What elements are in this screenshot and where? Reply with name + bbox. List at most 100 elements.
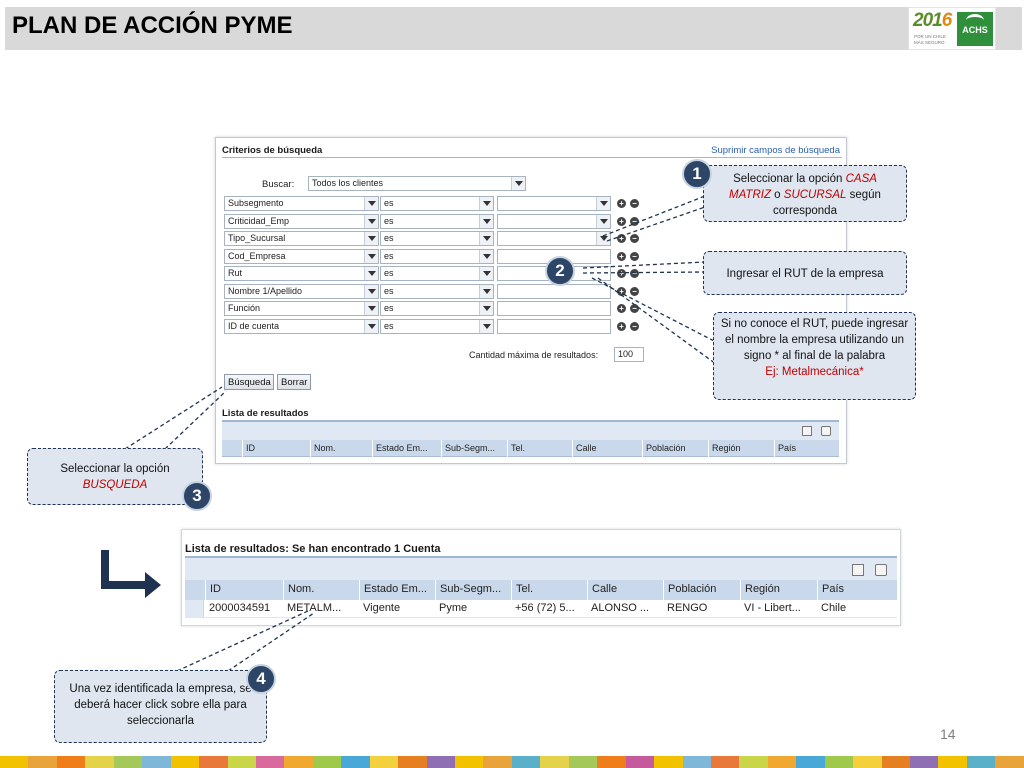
callout-3-option: BUSQUEDA	[82, 479, 148, 491]
criteria-operator-select[interactable]: es	[380, 318, 494, 334]
criteria-value-field[interactable]	[497, 196, 611, 211]
minus-icon[interactable]: −	[630, 286, 639, 296]
criteria-field-select[interactable]: Subsegmento	[224, 196, 379, 211]
column-header[interactable]: País	[774, 440, 839, 457]
column-header[interactable]: Sub-Segm...	[435, 580, 511, 600]
criteria-operator-select[interactable]: es	[380, 266, 494, 281]
plus-icon[interactable]: +	[617, 216, 626, 226]
criteria-operator-select[interactable]: es	[380, 196, 494, 211]
chevron-down-icon[interactable]	[364, 197, 378, 210]
column-header[interactable]: Nom.	[310, 440, 372, 457]
callout-3-text: Seleccionar la opción	[60, 463, 170, 475]
chevron-down-icon[interactable]	[364, 267, 378, 280]
column-header[interactable]: País	[817, 580, 895, 600]
criteria-operator-select[interactable]: es	[380, 283, 494, 299]
chevron-down-icon[interactable]	[479, 319, 493, 333]
criteria-value-field[interactable]	[497, 318, 611, 334]
chevron-down-icon[interactable]	[479, 197, 493, 210]
results-found-title: Lista de resultados: Se han encontrado 1…	[185, 543, 441, 555]
suppress-fields-link[interactable]: Suprimir campos de búsqueda	[711, 145, 840, 156]
chevron-down-icon[interactable]	[479, 284, 493, 298]
criteria-field-select[interactable]: Nombre 1/Apellido	[224, 283, 379, 299]
criteria-value-field[interactable]	[497, 283, 611, 299]
chevron-down-icon[interactable]	[364, 249, 378, 263]
strip-segment	[398, 756, 427, 768]
criteria-title: Criterios de búsqueda	[222, 145, 323, 156]
criteria-value-field[interactable]	[497, 301, 611, 316]
minus-icon[interactable]: −	[630, 321, 639, 331]
criteria-field-select[interactable]: Función	[224, 301, 379, 316]
export-icon[interactable]	[802, 426, 812, 436]
strip-segment	[56, 756, 86, 768]
table-cell: RENGO	[667, 602, 708, 614]
chevron-down-icon[interactable]	[364, 232, 378, 245]
search-button[interactable]: Búsqueda	[224, 374, 274, 390]
column-header[interactable]: Estado Em...	[359, 580, 435, 600]
minus-icon[interactable]: −	[630, 269, 639, 278]
chevron-down-icon[interactable]	[479, 214, 493, 228]
minus-icon[interactable]: −	[630, 304, 639, 313]
column-header[interactable]: ID	[205, 580, 283, 600]
criteria-field-select[interactable]: ID de cuenta	[224, 318, 379, 334]
plus-icon[interactable]: +	[617, 286, 626, 296]
column-header[interactable]: Tel.	[507, 440, 572, 457]
plus-icon[interactable]: +	[617, 304, 626, 313]
chevron-down-icon[interactable]	[596, 197, 610, 210]
chevron-down-icon[interactable]	[479, 302, 493, 315]
column-header[interactable]: Calle	[587, 580, 663, 600]
criteria-value-field[interactable]	[497, 213, 611, 229]
chevron-down-icon[interactable]	[364, 214, 378, 228]
chevron-down-icon[interactable]	[479, 232, 493, 245]
chevron-down-icon[interactable]	[596, 214, 610, 228]
column-header[interactable]: ID	[242, 440, 310, 457]
chevron-down-icon[interactable]	[479, 267, 493, 280]
plus-icon[interactable]: +	[617, 199, 626, 208]
column-header[interactable]: Sub-Segm...	[441, 440, 507, 457]
minus-icon[interactable]: −	[630, 216, 639, 226]
plus-icon[interactable]: +	[617, 251, 626, 261]
settings-icon[interactable]	[821, 426, 831, 436]
criteria-field-select[interactable]: Cod_Empresa	[224, 248, 379, 264]
max-results-input[interactable]: 100	[614, 347, 644, 362]
criteria-operator-select[interactable]: es	[380, 231, 494, 246]
criteria-operator-select[interactable]: es	[380, 248, 494, 264]
plus-icon[interactable]: +	[617, 269, 626, 278]
buscar-select[interactable]: Todos los clientes	[308, 176, 526, 191]
criteria-field-select[interactable]: Rut	[224, 266, 379, 281]
column-header[interactable]: Tel.	[511, 580, 587, 600]
chevron-down-icon[interactable]	[511, 177, 525, 190]
chevron-down-icon[interactable]	[596, 232, 610, 245]
chevron-down-icon[interactable]	[364, 319, 378, 333]
results-found-toolbar	[185, 556, 897, 580]
minus-icon[interactable]: −	[630, 199, 639, 208]
column-header[interactable]: Calle	[572, 440, 642, 457]
criteria-field-select[interactable]: Criticidad_Emp	[224, 213, 379, 229]
results-toolbar	[222, 420, 839, 440]
export-icon[interactable]	[852, 564, 864, 576]
criteria-operator-select[interactable]: es	[380, 213, 494, 229]
settings-icon[interactable]	[875, 564, 887, 576]
column-header[interactable]: Estado Em...	[372, 440, 441, 457]
column-header[interactable]: Región	[740, 580, 817, 600]
callout-rut-hint-text: Si no conoce el RUT, puede ingresar el n…	[720, 318, 909, 362]
row-selector[interactable]	[185, 600, 204, 618]
clear-button[interactable]: Borrar	[277, 374, 311, 390]
chevron-down-icon[interactable]	[479, 249, 493, 263]
chevron-down-icon[interactable]	[364, 302, 378, 315]
criteria-field-select[interactable]: Tipo_Sucursal	[224, 231, 379, 246]
criteria-operator-select[interactable]: es	[380, 301, 494, 316]
strip-segment	[625, 756, 655, 768]
criteria-field-value: Tipo_Sucursal	[228, 233, 286, 243]
criteria-value-field[interactable]	[497, 231, 611, 246]
column-header[interactable]: Población	[642, 440, 708, 457]
column-header[interactable]: Nom.	[283, 580, 359, 600]
minus-icon[interactable]: −	[630, 251, 639, 261]
plus-icon[interactable]: +	[617, 234, 626, 243]
callout-1-text-b: o	[770, 189, 784, 201]
column-header[interactable]: Región	[708, 440, 774, 457]
chevron-down-icon[interactable]	[364, 284, 378, 298]
column-header[interactable]: Población	[663, 580, 740, 600]
plus-icon[interactable]: +	[617, 321, 626, 331]
minus-icon[interactable]: −	[630, 234, 639, 243]
